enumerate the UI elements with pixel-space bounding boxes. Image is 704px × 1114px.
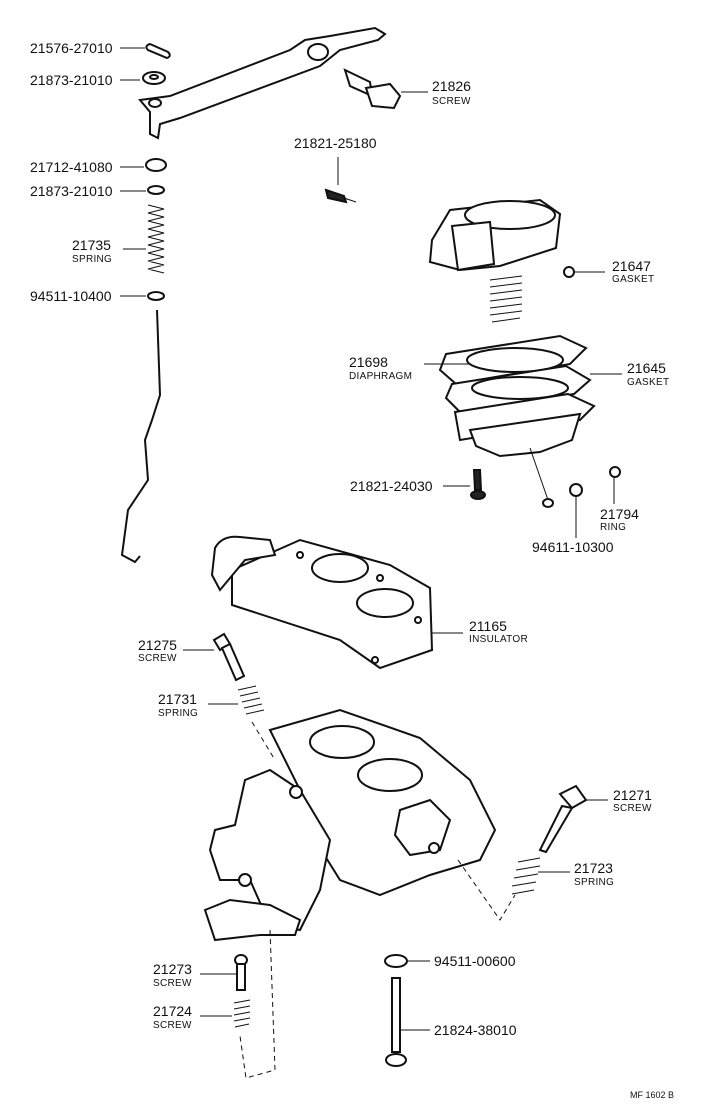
part-number-21165: 21165 (469, 618, 507, 634)
part-number-21794: 21794 (600, 506, 639, 522)
part-name-21271: SCREW (613, 803, 652, 814)
ring-21794-drawing (609, 466, 621, 478)
part-number-21712: 21712-41080 (30, 159, 113, 175)
part-number-21731: 21731 (158, 691, 197, 707)
screw-21821-24030-drawing (470, 469, 486, 500)
spring-21735-drawing (147, 204, 165, 274)
screw-21273-drawing (234, 954, 248, 991)
part-name-21723: SPRING (574, 877, 614, 888)
part-name-21826: SCREW (432, 96, 471, 107)
diaphragm-housing-drawing (453, 392, 596, 508)
gasket-21645-drawing (444, 364, 592, 414)
cotter-pin-drawing (145, 42, 171, 60)
part-name-21275: SCREW (138, 653, 177, 664)
part-name-21735: SPRING (72, 254, 112, 265)
part-number-21576: 21576-27010 (30, 40, 113, 56)
part-number-21698: 21698 (349, 354, 388, 370)
part-number-94611-10300: 94611-10300 (532, 539, 614, 555)
leader-lines (120, 47, 622, 1031)
screw-21821-25180-drawing (324, 188, 357, 204)
figure-code: MF 1602 B (630, 1090, 674, 1100)
part-number-21873-mid: 21873-21010 (30, 183, 113, 199)
alignment-dashed-lines (239, 721, 516, 1079)
part-number-21645: 21645 (627, 360, 666, 376)
part-name-21731: SPRING (158, 708, 198, 719)
washer-94511-00600-drawing (384, 954, 408, 968)
gasket-21647-drawing (563, 266, 575, 278)
part-name-21698: DIAPHRAGM (349, 371, 412, 382)
part-number-21735: 21735 (72, 237, 111, 253)
link-rod-drawing (120, 309, 162, 564)
screw-21271-drawing (538, 784, 588, 854)
diaphragm-cover-drawing (428, 198, 562, 272)
part-name-21645: GASKET (627, 377, 669, 388)
part-number-21723: 21723 (574, 860, 613, 876)
screw-21826-drawing (343, 68, 402, 110)
part-number-21275: 21275 (138, 637, 177, 653)
part-number-21647: 21647 (612, 258, 651, 274)
part-name-21165: INSULATOR (469, 634, 528, 645)
washer-mid-drawing (147, 185, 165, 195)
screw-21824-drawing (385, 977, 407, 1067)
spring-21731-drawing (237, 685, 265, 715)
part-number-21821-25180: 21821-25180 (294, 135, 377, 151)
part-number-94511-10400: 94511-10400 (30, 288, 112, 304)
part-number-21826: 21826 (432, 78, 471, 94)
part-number-21873-top: 21873-21010 (30, 72, 113, 88)
screw-21275-drawing (212, 632, 246, 682)
part-number-21273: 21273 (153, 961, 192, 977)
insulator-drawing (210, 535, 434, 670)
washer-low-drawing (147, 291, 165, 301)
part-number-21724: 21724 (153, 1003, 192, 1019)
callout-labels: 21576-27010 21873-21010 21826 SCREW 2182… (30, 40, 674, 1100)
retainer-drawing (145, 158, 167, 172)
lever-arm-drawing (138, 26, 387, 140)
part-name-21273: SCREW (153, 978, 192, 989)
diaphragm-plate-drawing (438, 334, 588, 386)
throttle-body-drawing (203, 708, 497, 942)
diaphragm-spring-drawing (489, 275, 523, 323)
part-name-21724: SCREW (153, 1020, 192, 1031)
part-name-21647: GASKET (612, 274, 654, 285)
spring-21723-drawing (511, 857, 541, 895)
part-number-21821-24030: 21821-24030 (350, 478, 433, 494)
part-number-21824-38010: 21824-38010 (434, 1022, 517, 1038)
washer-94611-drawing (569, 483, 583, 497)
spring-21724-drawing (233, 999, 251, 1028)
part-name-21794: RING (600, 522, 626, 533)
part-number-94511-00600: 94511-00600 (434, 953, 516, 969)
part-number-21271: 21271 (613, 787, 652, 803)
